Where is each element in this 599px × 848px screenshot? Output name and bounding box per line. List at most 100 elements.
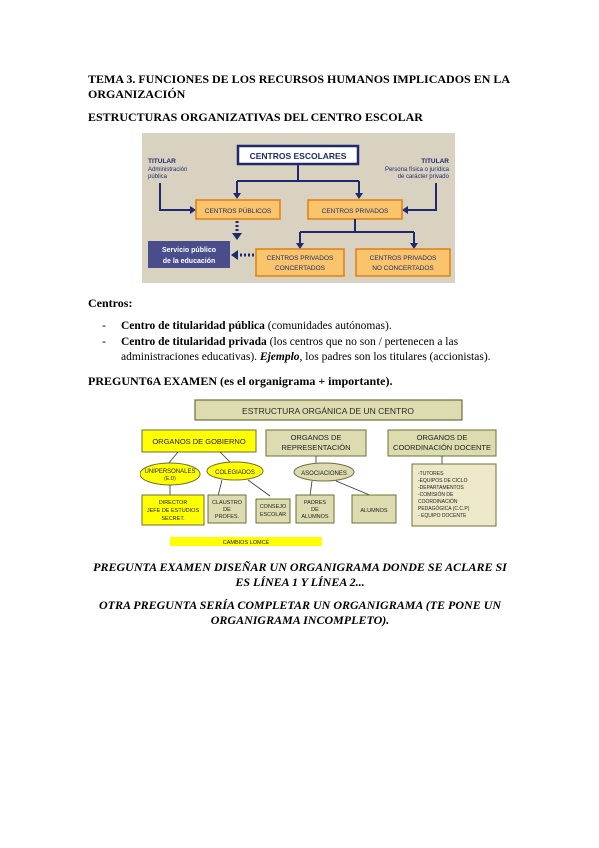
servicio-publico-box — [148, 241, 230, 268]
gobierno-label: ORGANOS DE GOBIERNO — [152, 437, 246, 446]
representacion-line-2: REPRESENTACIÓN — [281, 443, 350, 452]
unipersonales-line-1: UNIPERSONALES — [144, 469, 195, 475]
titular-left-3: pública — [148, 174, 168, 180]
representacion-line-1: ORGANOS DE — [291, 433, 342, 442]
unipersonales-line-2: (E.D) — [164, 476, 176, 482]
consejo-line-1: CONSEJO — [260, 504, 287, 510]
section-heading: ESTRUCTURAS ORGANIZATIVAS DEL CENTRO ESC… — [88, 110, 423, 124]
claustro-line-1: CLAUSTRO — [212, 500, 243, 506]
bullet-dash-2: - — [102, 334, 106, 348]
arrow-concertados-icon — [296, 243, 304, 249]
servicio-line-2: de la educación — [163, 258, 216, 265]
top-connector — [236, 164, 360, 193]
q2-line-1: OTRA PREGUNTA SERÍA COMPLETAR UN ORGANIG… — [98, 598, 502, 612]
bullet-2-line-2-b: , los padres son los titulares (accionis… — [299, 351, 491, 363]
servicio-line-1: Servicio público — [162, 247, 216, 254]
gobierno-arrows — [167, 451, 233, 465]
estructura-top-box — [194, 399, 463, 421]
coord-item-4: COORDINACIÓN — [418, 498, 458, 505]
coordinacion-line-1: ORGANOS DE — [417, 433, 468, 442]
pregunta-heading: PREGUNT6A EXAMEN (es el organigrama + im… — [88, 374, 393, 388]
concertados-line-1: CENTROS PRIVADOS — [267, 255, 334, 262]
lower-arrows — [169, 479, 373, 497]
director-box — [141, 494, 205, 526]
claustro-line-3: PROFES. — [215, 514, 240, 520]
bullet-1: Centro de titularidad pública (comunidad… — [121, 318, 392, 334]
consejo-box — [255, 498, 291, 524]
titular-right-1: TITULAR — [421, 158, 449, 165]
bullet-2-bold: Centro de titularidad privada — [121, 336, 267, 348]
arrow-titular-left-icon — [190, 206, 196, 214]
director-line-2: JEFE DE ESTUDIOS — [147, 508, 200, 514]
centros-publicos-label: CENTROS PÚBLICOS — [205, 206, 272, 215]
titular-left-connector — [159, 183, 190, 211]
centros-publicos-box — [195, 199, 281, 220]
asociaciones-label: ASOCIACIONES — [301, 471, 347, 477]
titular-left-2: Administración — [148, 167, 187, 173]
coord-item-3: -COMISIÓN DE — [418, 491, 454, 498]
coordinacion-list-box — [411, 463, 497, 527]
no-concertados-line-1: CENTROS PRIVADOS — [370, 255, 437, 262]
coord-item-0: -TUTORES — [418, 471, 444, 477]
cambios-lomce-bar — [170, 537, 322, 546]
bullet-1-bold: Centro de titularidad pública — [121, 320, 265, 332]
titular-right-2: Persona física o jurídica — [385, 167, 450, 173]
arrow-privados-icon — [355, 193, 363, 199]
centros-escolares-label: CENTROS ESCOLARES — [250, 151, 347, 161]
titular-right-connector — [408, 183, 437, 211]
concertados-line-2: CONCERTADOS — [275, 265, 326, 272]
arrow-to-servicio-icon — [231, 250, 238, 260]
arrow-publicos-icon — [233, 193, 241, 199]
coord-item-5: PEDAGÓGICA (C.C.P) — [418, 505, 470, 512]
padres-line-3: ALUMNOS — [301, 514, 329, 520]
titular-right-3: de carácter privado — [398, 174, 450, 180]
consejo-line-2: ESCOLAR — [260, 512, 286, 518]
exam-question-1: PREGUNTA EXAMEN DISEÑAR UN ORGANIGRAMA D… — [70, 560, 530, 590]
estructura-organica-diagram: ESTRUCTURA ORGÁNICA DE UN CENTRO ORGANOS… — [140, 399, 497, 546]
exam-question-2: OTRA PREGUNTA SERÍA COMPLETAR UN ORGANIG… — [70, 598, 530, 628]
document-title: TEMA 3. FUNCIONES DE LOS RECURSOS HUMANO… — [88, 72, 510, 102]
colegiados-ellipse — [206, 461, 264, 481]
cambios-lomce-label: CAMBIOS LOMCE — [223, 540, 270, 546]
bullet-2-line-2: administraciones educativas). Ejemplo, l… — [121, 349, 491, 365]
ejemplo-emphasis: Ejemplo — [259, 351, 300, 363]
title-line-2: ORGANIZACIÓN — [88, 87, 186, 101]
bullet-dash-1: - — [102, 318, 106, 332]
privados-connector — [299, 219, 415, 245]
concertados-box — [255, 248, 345, 277]
padres-line-1: PADRES — [304, 500, 327, 506]
no-concertados-line-2: NO CONCERTADOS — [372, 265, 434, 272]
centros-escolares-diagram: CENTROS ESCOLARES TITULAR Administración… — [142, 133, 455, 283]
arrow-no-concertados-icon — [410, 243, 418, 249]
bullet-2-line-2-a: administraciones educativas). — [121, 351, 260, 363]
no-concertados-box — [355, 248, 451, 277]
coord-item-1: -EQUIPOS DE CICLO — [418, 478, 468, 484]
bullet-2-rest: (los centros que no son / pertenecen a l… — [266, 336, 459, 348]
padres-line-2: DE — [311, 507, 319, 513]
asociaciones-ellipse — [293, 462, 355, 482]
q1-line-2: ES LÍNEA 1 Y LÍNEA 2... — [235, 575, 365, 589]
gobierno-box — [141, 429, 257, 453]
coordinacion-line-2: COORDINACIÓN DOCENTE — [393, 443, 491, 452]
estructura-top-label: ESTRUCTURA ORGÁNICA DE UN CENTRO — [242, 406, 414, 416]
arrow-titular-right-icon — [402, 206, 408, 214]
director-line-3: SECRET. — [161, 516, 185, 522]
bullet-2: Centro de titularidad privada (los centr… — [121, 334, 458, 350]
coord-item-2: -DEPARTAMENTOS — [418, 485, 464, 491]
q1-line-1: PREGUNTA EXAMEN DISEÑAR UN ORGANIGRAMA D… — [93, 560, 507, 574]
centros-privados-label: CENTROS PRIVADOS — [322, 208, 389, 215]
bullet-1-rest: (comunidades autónomas). — [264, 320, 392, 332]
titular-left-1: TITULAR — [148, 158, 176, 165]
coord-item-6: - EQUIPO DOCENTE — [418, 513, 467, 519]
padres-box — [295, 494, 335, 524]
claustro-line-2: DE — [223, 507, 231, 513]
arrow-servicio-icon — [232, 233, 242, 240]
alumnos-label: ALUMNOS — [360, 508, 388, 514]
title-line-1: TEMA 3. FUNCIONES DE LOS RECURSOS HUMANO… — [88, 72, 511, 86]
claustro-box — [207, 494, 247, 524]
alumnos-box — [351, 494, 397, 524]
colegiados-label: COLEGIADOS — [215, 470, 255, 476]
centros-label: Centros: — [88, 296, 133, 310]
representacion-box — [265, 429, 367, 457]
q2-line-2: ORGANIGRAMA INCOMPLETO). — [210, 613, 390, 627]
